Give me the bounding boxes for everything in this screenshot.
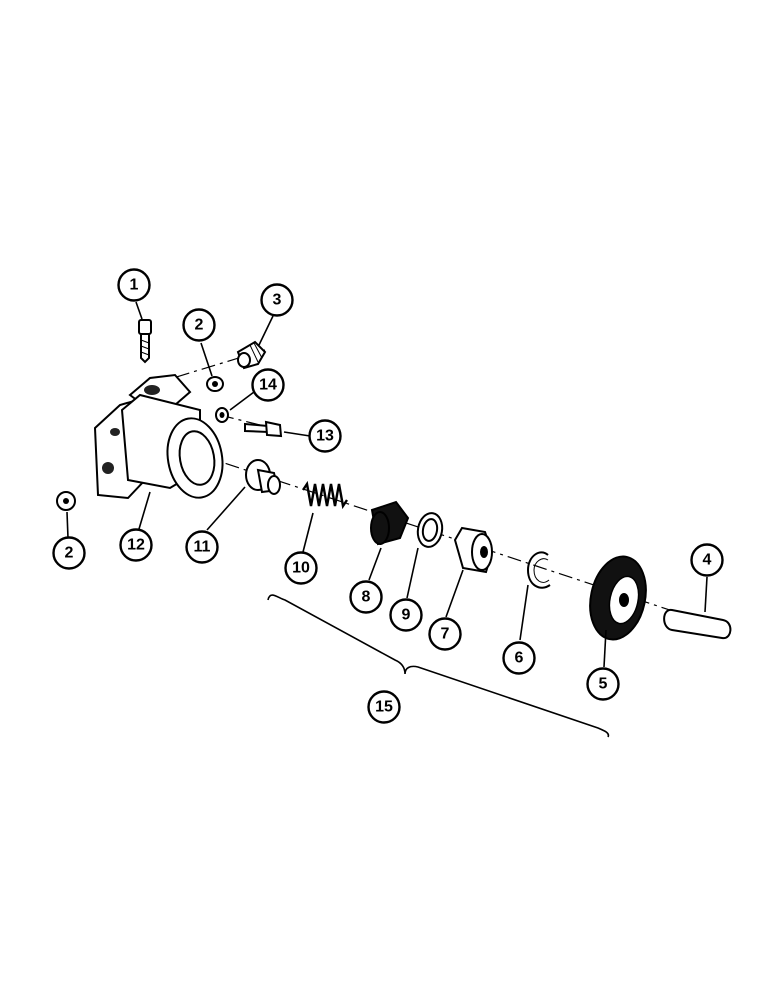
valve-part-11 [245, 459, 281, 495]
fitting-part-3 [236, 340, 267, 370]
callout-12: 12 [119, 528, 153, 562]
callout-label: 2 [65, 545, 74, 562]
callout-label: 14 [259, 377, 277, 394]
callout-label: 5 [599, 676, 608, 693]
bushing-part-7 [453, 526, 494, 574]
callout-label: 1 [130, 277, 139, 294]
callout-label: 4 [703, 552, 712, 569]
spring-part-10 [302, 480, 348, 510]
callout-2-upper: 2 [182, 308, 216, 342]
callout-label: 7 [441, 626, 450, 643]
nut-part-2-upper [206, 376, 224, 392]
washer-part-14 [215, 407, 229, 423]
bolt-part-1 [138, 319, 152, 364]
ring-part-9 [416, 512, 444, 548]
callout-2-lower: 2 [52, 536, 86, 570]
callout-label: 10 [292, 560, 310, 577]
leader-lines [66, 301, 708, 668]
callout-4: 4 [690, 543, 724, 577]
callout-1: 1 [117, 268, 151, 302]
callout-label: 9 [402, 607, 411, 624]
callout-10: 10 [284, 551, 318, 585]
pin-part-4 [663, 608, 732, 640]
callout-15: 15 [367, 690, 401, 724]
callout-9: 9 [389, 598, 423, 632]
callout-label: 12 [127, 537, 145, 554]
callout-7: 7 [428, 617, 462, 651]
knob-part-5 [589, 555, 647, 641]
callout-label: 8 [362, 589, 371, 606]
callout-13: 13 [308, 419, 342, 453]
callout-3: 3 [260, 283, 294, 317]
housing-part-12 [93, 373, 224, 500]
ring-part-8 [370, 500, 410, 546]
callout-8: 8 [349, 580, 383, 614]
callout-5: 5 [586, 667, 620, 701]
screw-part-13 [244, 420, 283, 438]
nut-part-2-lower [56, 491, 76, 511]
assembly-15-bracket [267, 594, 610, 738]
snap-ring-part-6 [526, 551, 551, 589]
callout-label: 15 [375, 699, 393, 716]
callout-label: 2 [195, 317, 204, 334]
callout-11: 11 [185, 530, 219, 564]
callout-14: 14 [251, 368, 285, 402]
callout-label: 11 [194, 539, 211, 556]
callout-6: 6 [502, 641, 536, 675]
callout-label: 6 [515, 650, 524, 667]
callout-label: 13 [316, 428, 334, 445]
callout-label: 3 [273, 292, 282, 309]
